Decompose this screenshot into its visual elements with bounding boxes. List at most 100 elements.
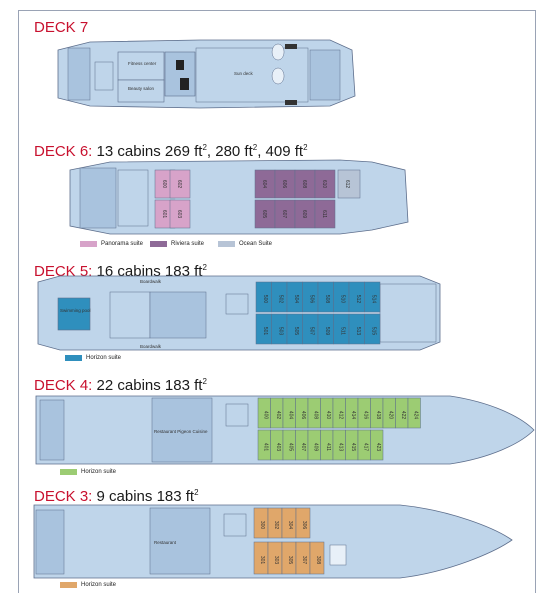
cabin-number: 305 <box>287 556 293 565</box>
cabin-number: 411 <box>325 443 331 451</box>
cabin-number: 300 <box>259 521 265 530</box>
cabin-number: 302 <box>273 521 279 530</box>
cabin-number: 417 <box>362 443 368 452</box>
cabin-number: 511 <box>339 327 345 335</box>
cabin-number: 512 <box>355 295 361 304</box>
cabin-number: 603 <box>176 210 182 219</box>
cabin-number: 612 <box>344 180 350 189</box>
svg-text:Fitness center: Fitness center <box>128 61 157 66</box>
cabin-number: 407 <box>300 443 306 452</box>
cabin-number: 422 <box>400 411 406 420</box>
legend-ocean: Ocean Suite <box>218 241 272 247</box>
pool <box>57 297 91 331</box>
cabin-number: 420 <box>387 411 393 420</box>
cabin-number: 514 <box>370 295 376 304</box>
cabin-number: 513 <box>355 327 361 336</box>
svg-text:Beauty salon: Beauty salon <box>128 86 155 91</box>
ocean-swatch <box>218 241 235 247</box>
legend-panorama: Panorama suite <box>80 241 143 247</box>
cabin-number: 506 <box>308 295 314 304</box>
svg-text:Swimming pool: Swimming pool <box>60 308 91 313</box>
cabin-number: 509 <box>324 327 330 336</box>
cabin-number: 418 <box>375 411 381 420</box>
horizon-swatch-3 <box>60 582 77 588</box>
cabin-number: 502 <box>277 295 283 304</box>
svg-text:Sun deck: Sun deck <box>234 71 254 76</box>
cabin-number: 501 <box>262 327 268 336</box>
cabin <box>370 429 384 461</box>
svg-text:Restaurant: Restaurant <box>154 540 177 545</box>
cabin-number: 504 <box>293 295 299 304</box>
cabin <box>309 541 325 575</box>
deck-5-title: DECK 5: 16 cabins 183 ft2 <box>34 263 207 280</box>
deck-3-title: DECK 3: 9 cabins 183 ft2 <box>34 488 199 505</box>
legend-deck5: Horizon suite <box>65 355 121 361</box>
cabin <box>364 313 381 345</box>
cabin <box>169 169 191 199</box>
cabin-number: 403 <box>275 443 281 452</box>
cabin-number: 515 <box>370 327 376 336</box>
legend-riviera: Riviera suite <box>150 241 204 247</box>
cabin <box>364 281 381 313</box>
cabin-number: 410 <box>325 411 331 420</box>
deck-plan-frame <box>18 10 536 593</box>
cabin-number: 605 <box>261 210 267 219</box>
legend-deck4: Horizon suite <box>60 469 116 475</box>
deck-3-plan: Restaurant <box>33 504 513 579</box>
deck-7-title: DECK 7 <box>34 19 89 36</box>
cabin-number: 402 <box>275 411 281 420</box>
cabin-number: 606 <box>281 180 287 189</box>
cabin-number: 503 <box>277 327 283 336</box>
svg-text:Restaurant Pigeon Cuisine: Restaurant Pigeon Cuisine <box>154 429 208 434</box>
cabin <box>295 507 311 539</box>
cabin <box>407 397 421 429</box>
cabin-number: 601 <box>161 210 167 219</box>
cabin-number: 604 <box>261 180 267 189</box>
cabin <box>337 169 361 199</box>
cabin-number: 508 <box>324 295 330 304</box>
horizon-swatch-5 <box>65 355 82 361</box>
cabin-number: 409 <box>312 443 318 452</box>
cabin-number: 415 <box>350 443 356 452</box>
cabin-number: 308 <box>315 556 321 565</box>
cabin-number: 607 <box>281 210 287 219</box>
cabin-number: 306 <box>301 521 307 530</box>
cabin-number: 423 <box>375 443 381 452</box>
cabin-number: 507 <box>308 327 314 336</box>
cabin-number: 406 <box>300 411 306 420</box>
cabin-number: 301 <box>259 556 265 565</box>
cabin-number: 303 <box>273 556 279 565</box>
cabin-number: 307 <box>301 556 307 565</box>
cabin-number: 304 <box>287 521 293 530</box>
cabin <box>314 169 336 199</box>
cabin <box>169 199 191 229</box>
cabin-number: 510 <box>339 295 345 304</box>
deck-6-cabins: 600 602 601 603 604 606 608 610 605 607 609 611 612 <box>154 169 361 229</box>
cabin-number: 602 <box>176 180 182 189</box>
svg-text:Boardwalk: Boardwalk <box>140 279 162 284</box>
horizon-swatch-4 <box>60 469 77 475</box>
deck-4-title: DECK 4: 22 cabins 183 ft2 <box>34 377 207 394</box>
cabin-number: 405 <box>287 443 293 452</box>
panorama-swatch <box>80 241 97 247</box>
cabin-number: 414 <box>350 411 356 420</box>
cabin-number: 408 <box>312 411 318 420</box>
deck-6-title: DECK 6: 13 cabins 269 ft2, 280 ft2, 409 … <box>34 143 308 160</box>
cabin-number: 413 <box>337 443 343 452</box>
riviera-swatch <box>150 241 167 247</box>
cabin-number: 500 <box>262 295 268 304</box>
deck-7-plan: Fitness center Beauty salon Sun deck <box>57 39 356 109</box>
cabin-number: 609 <box>301 210 307 219</box>
deck-3-cabins: 300 302 304 306 301 303 305 307 308 <box>253 507 325 575</box>
cabin-number: 600 <box>161 180 167 189</box>
cabin-number: 412 <box>337 411 343 420</box>
cabin-number: 611 <box>321 210 327 218</box>
cabin-number: 608 <box>301 180 307 189</box>
svg-text:Boardwalk: Boardwalk <box>140 344 162 349</box>
cabin-number: 610 <box>321 180 327 189</box>
cabin-number: 416 <box>362 411 368 420</box>
cabin <box>314 199 336 229</box>
